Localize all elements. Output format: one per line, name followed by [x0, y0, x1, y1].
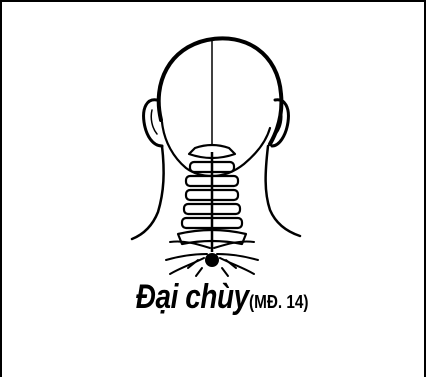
neck-right: [266, 146, 300, 236]
acupoint-name: Đại chùy: [136, 280, 249, 314]
acupoint-marker: [205, 253, 219, 267]
head-outline: [159, 38, 282, 144]
neck-left: [132, 146, 164, 239]
acupoint-code: (MĐ. 14): [249, 293, 309, 311]
acupoint-caption: Đại chùy (MĐ. 14): [2, 280, 426, 314]
